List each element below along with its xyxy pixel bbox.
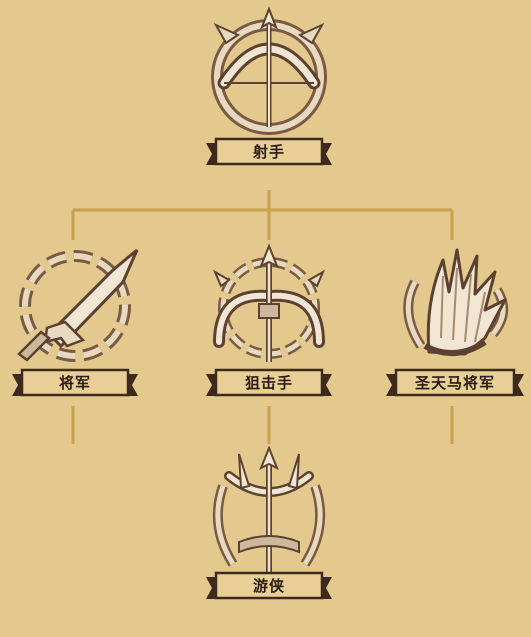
class-node-sniper[interactable]: 狙击手: [194, 242, 344, 407]
class-name-ranger: 游侠: [252, 577, 285, 595]
class-node-archer[interactable]: 射手: [194, 5, 344, 175]
class-banner-archer: 射手: [204, 137, 334, 167]
class-banner-ranger: 游侠: [204, 571, 334, 601]
class-node-ranger[interactable]: 游侠: [194, 446, 344, 616]
bow-arrow-icon: [211, 6, 327, 135]
tri-blade-bow-icon: [212, 446, 326, 578]
sword-icon: [17, 248, 139, 362]
class-banner-sniper: 狙击手: [204, 368, 334, 398]
winged-helmet-icon: [403, 248, 508, 357]
class-name-archer: 射手: [252, 143, 285, 161]
class-banner-general: 将军: [10, 368, 140, 398]
class-name-general: 将军: [58, 374, 91, 392]
class-node-general[interactable]: 将军: [0, 242, 150, 407]
class-node-pegasus-general[interactable]: 圣天马将军: [380, 242, 530, 407]
class-name-sniper: 狙击手: [244, 374, 293, 392]
class-banner-pegasus-general: 圣天马将军: [384, 368, 526, 398]
crossbow-icon: [212, 243, 326, 362]
class-name-pegasus-general: 圣天马将军: [414, 374, 495, 392]
